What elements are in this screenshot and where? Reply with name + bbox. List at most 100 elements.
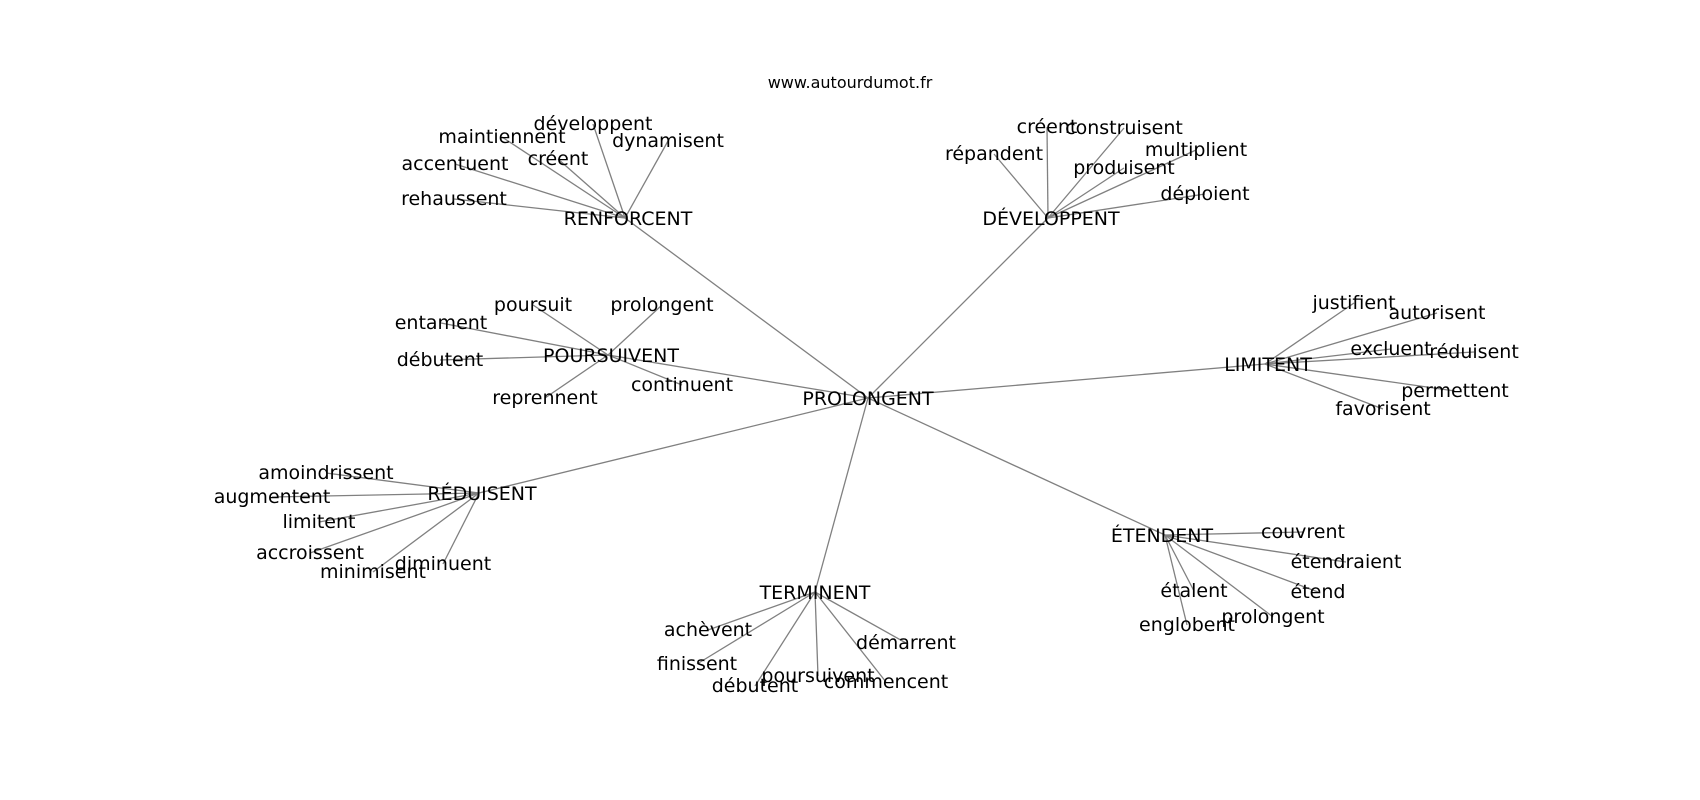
edge-group-to-word: [325, 472, 480, 494]
leaf-word-label: prolongent: [610, 294, 713, 316]
leaf-word-label: finissent: [657, 653, 737, 675]
edge-group-to-word: [696, 591, 816, 665]
edge-group-to-word: [707, 591, 816, 631]
edge-group-to-word: [318, 492, 480, 523]
leaf-word-label: entament: [395, 312, 488, 334]
leaf-word-label: débutent: [397, 349, 483, 371]
edge-group-to-word: [814, 591, 887, 683]
edge-group-to-word: [372, 492, 480, 573]
edge-center-to-group: [867, 363, 1266, 399]
edge-group-to-word: [501, 136, 626, 219]
leaf-word-label: accroissent: [256, 542, 364, 564]
edge-group-to-word: [1264, 363, 1384, 410]
leaf-word-label: permettent: [1401, 380, 1509, 402]
edge-group-to-word: [1264, 302, 1355, 365]
leaf-word-label: amoindrissent: [258, 462, 393, 484]
edge-group-to-word: [1264, 363, 1456, 392]
leaf-word-label: minimisent: [320, 561, 426, 583]
edge-group-to-word: [1047, 193, 1206, 219]
leaf-word-label: justifient: [1311, 292, 1395, 314]
edge-group-to-word: [1047, 167, 1125, 219]
edge-group-to-word: [1164, 534, 1274, 618]
edge-group-to-word: [439, 354, 609, 361]
leaf-word-label: continuent: [631, 374, 733, 396]
edge-group-to-word: [754, 591, 816, 687]
leaf-word-label: étendraient: [1291, 551, 1402, 573]
edge-center-to-group: [607, 354, 869, 399]
group-node-label: LIMITENT: [1224, 354, 1312, 376]
edge-group-to-word: [814, 591, 819, 677]
edge-group-to-word: [532, 304, 609, 356]
edge-group-to-word: [440, 322, 609, 356]
leaf-word-label: achèvent: [664, 619, 752, 641]
edge-group-to-word: [1264, 312, 1438, 365]
group-node-label: DÉVELOPPENT: [982, 207, 1120, 230]
group-node-label: RÉDUISENT: [427, 482, 537, 505]
leaf-word-label: reprennent: [492, 387, 598, 409]
edge-group-to-word: [1164, 534, 1188, 626]
group-node-label: RENFORCENT: [564, 208, 693, 230]
edge-group-to-word: [1164, 534, 1347, 563]
edge-group-to-word: [453, 198, 626, 219]
leaf-word-label: accentuent: [402, 153, 509, 175]
edge-group-to-word: [557, 158, 626, 219]
leaf-word-label: autorisent: [1389, 302, 1486, 324]
edge-group-to-word: [624, 140, 669, 219]
edge-group-to-word: [1164, 534, 1195, 592]
leaf-word-label: augmentent: [214, 486, 331, 508]
leaf-word-label: prolongent: [1221, 606, 1324, 628]
leaf-word-label: répandent: [945, 143, 1043, 165]
edge-group-to-word: [814, 591, 907, 644]
edge-group-to-word: [1164, 534, 1319, 593]
edge-group-to-word: [271, 492, 480, 498]
group-node-label: POURSUIVENT: [543, 345, 679, 367]
edge-group-to-word: [1047, 127, 1125, 219]
leaf-word-label: produisent: [1073, 157, 1175, 179]
edge-group-to-word: [607, 304, 663, 356]
leaf-word-label: déploient: [1160, 183, 1249, 205]
leaf-word-label: commencent: [824, 671, 948, 693]
edge-group-to-word: [993, 153, 1049, 219]
edge-center-to-group: [814, 397, 869, 593]
edge-group-to-word: [442, 492, 480, 565]
leaf-word-label: englobent: [1139, 614, 1235, 636]
edge-group-to-word: [1264, 351, 1475, 365]
edge-center-to-group: [867, 217, 1049, 399]
center-node-label: PROLONGENT: [802, 388, 934, 410]
edge-group-to-word: [592, 123, 626, 219]
leaf-word-label: construisent: [1065, 117, 1183, 139]
leaf-word-label: réduisent: [1429, 341, 1519, 363]
leaf-word-label: multiplient: [1145, 139, 1247, 161]
edge-group-to-word: [309, 492, 480, 554]
leaf-word-label: démarrent: [856, 632, 956, 654]
edge-group-to-word: [607, 354, 683, 386]
edge-group-to-word: [544, 354, 609, 399]
leaf-word-label: débutent: [712, 675, 798, 697]
group-node-label: TERMINENT: [759, 582, 871, 604]
leaf-word-label: diminuent: [395, 553, 491, 575]
leaf-word-label: limitent: [283, 511, 356, 533]
edge-center-to-group: [478, 397, 869, 494]
edge-group-to-word: [454, 163, 626, 219]
edges-layer: [271, 123, 1475, 687]
leaf-word-label: étalent: [1160, 580, 1227, 602]
leaf-word-label: créent: [528, 148, 589, 170]
leaf-word-label: poursuivent: [761, 665, 874, 687]
leaf-word-label: créent: [1017, 116, 1078, 138]
edge-group-to-word: [1046, 126, 1049, 219]
group-node-label: ÉTENDENT: [1111, 524, 1214, 547]
leaf-word-label: développent: [534, 113, 653, 135]
leaf-word-label: maintiennent: [438, 126, 565, 148]
leaf-word-label: dynamisent: [612, 130, 724, 152]
edge-group-to-word: [1264, 348, 1392, 365]
leaf-word-label: rehaussent: [401, 188, 507, 210]
leaf-word-label: couvrent: [1261, 521, 1345, 543]
leaf-word-label: étend: [1291, 581, 1346, 603]
leaf-word-label: poursuit: [494, 294, 572, 316]
leaf-word-label: excluent: [1350, 338, 1431, 360]
edge-group-to-word: [1047, 149, 1197, 219]
edge-group-to-word: [1164, 531, 1304, 536]
labels-layer: PROLONGENT RENFORCENT développentmaintienn…: [214, 113, 1519, 697]
leaf-word-label: favorisent: [1335, 398, 1430, 420]
